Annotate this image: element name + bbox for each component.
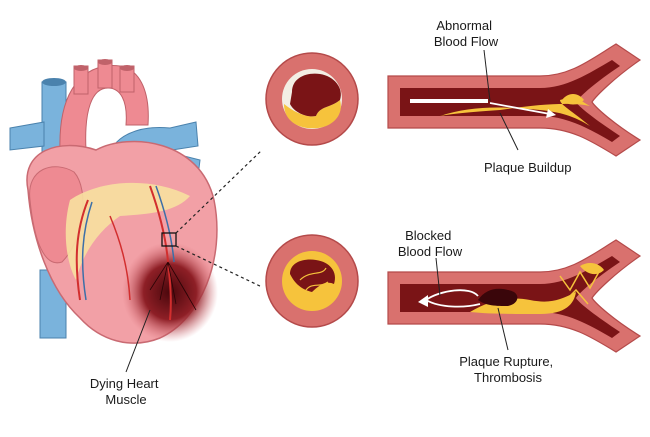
artery-plaque-buildup — [387, 43, 642, 157]
leader-plaque-rupture — [497, 307, 509, 351]
coronary-branch — [109, 215, 131, 301]
svc-opening — [42, 78, 66, 86]
artery-plaque-rupture — [387, 239, 642, 353]
aorta-opening-2 — [98, 59, 112, 65]
lumen-blocked — [290, 259, 336, 292]
label-blocked-flow: Blocked Blood Flow — [398, 228, 463, 259]
blocked-flow-arrowhead — [418, 295, 428, 307]
cross-section-blocked — [265, 234, 359, 328]
leader-abnormal-flow — [483, 49, 491, 102]
label-dying-muscle: Dying Heart Muscle — [90, 376, 162, 407]
aorta-opening-3 — [120, 65, 134, 71]
label-plaque-buildup: Plaque Buildup — [484, 160, 571, 175]
lumen-partial — [290, 73, 341, 117]
leader-blocked-flow — [435, 257, 441, 297]
heart — [9, 59, 218, 344]
zoom-line-bottom — [175, 245, 263, 288]
blocked-vessel-branches — [149, 261, 197, 311]
zoom-box — [161, 232, 177, 247]
coronary-artery-left — [149, 185, 172, 321]
artery-lumen-top — [400, 60, 620, 142]
plaque-fragment — [580, 263, 604, 275]
coronary-vein-right — [81, 201, 93, 301]
leader-dying-muscle — [125, 309, 151, 373]
zoom-line-top — [175, 149, 263, 234]
abnormal-flow-arrowhead — [546, 109, 556, 118]
leader-plaque-buildup — [499, 112, 519, 151]
blood-flow-bar — [410, 99, 488, 103]
label-abnormal-flow: Abnormal Blood Flow — [434, 18, 499, 49]
label-plaque-rupture: Plaque Rupture, Thrombosis — [459, 354, 557, 385]
plaque-bifurcation — [562, 94, 584, 105]
abnormal-flow-arrow — [489, 102, 551, 115]
epicardial-fat — [65, 182, 190, 280]
aorta-opening-1 — [74, 65, 88, 71]
cross-section-partial — [265, 52, 359, 146]
ruptured-plaque — [470, 292, 576, 314]
coronary-artery-right — [75, 199, 89, 301]
coronary-vein-left — [155, 185, 175, 263]
thrombus — [478, 288, 518, 306]
thrombus-strands — [299, 267, 329, 291]
thrombus-fibers — [559, 269, 601, 305]
pulmonary-vein-left — [9, 121, 45, 151]
plaque-ring-partial — [284, 100, 341, 129]
